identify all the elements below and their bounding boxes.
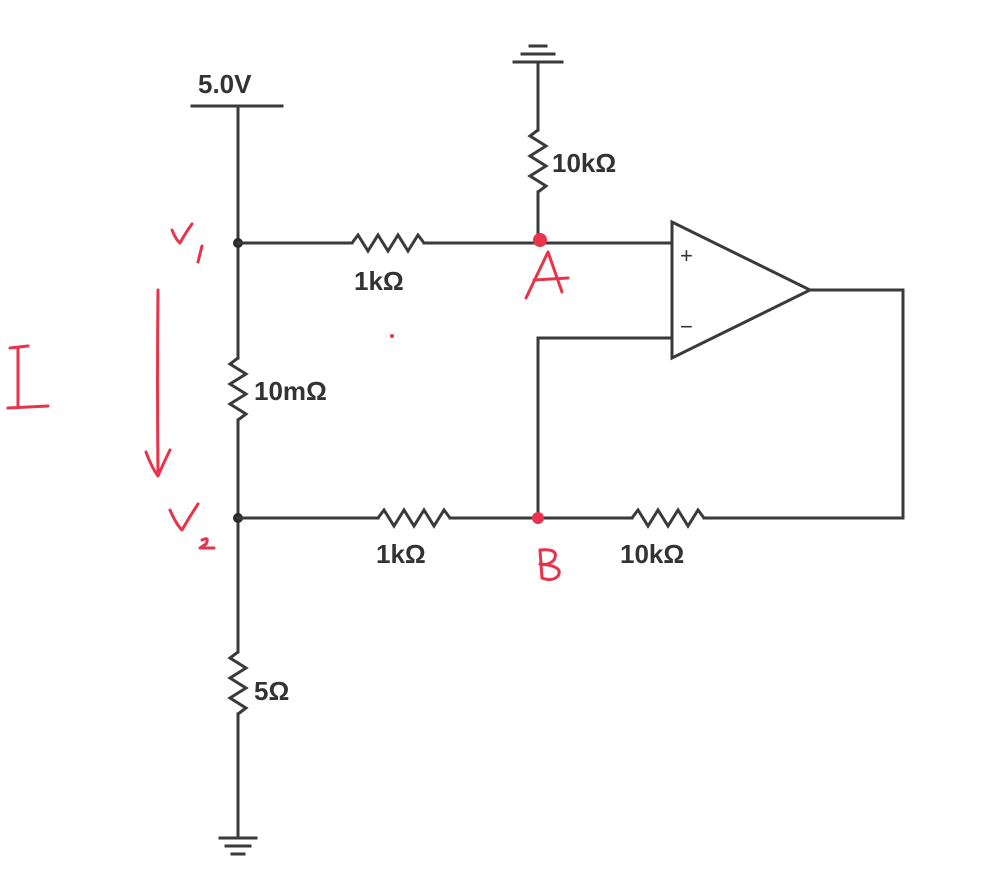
annotation-node-b: [532, 512, 561, 582]
resistor-load-label: 5Ω: [254, 676, 289, 706]
annotation-node-a-dot: [533, 233, 547, 247]
annotation-current: [6, 344, 50, 410]
resistor-v1-to-a-label: 1kΩ: [354, 266, 404, 296]
opamp-minus-sign: −: [680, 314, 693, 339]
resistor-shunt-label: 10mΩ: [254, 376, 327, 406]
resistor-shunt: 10mΩ: [227, 356, 327, 422]
supply-voltage-label: 5.0V: [198, 69, 252, 99]
ink-stray-dot: [390, 334, 394, 338]
annotation-node-a: [524, 233, 570, 300]
resistor-feedback-label: 10kΩ: [620, 539, 684, 569]
resistor-v2-to-b-label: 1kΩ: [376, 539, 426, 569]
resistor-feedback: 10kΩ: [620, 507, 706, 569]
ground-top-icon: [512, 44, 564, 64]
current-arrow-icon: [144, 288, 172, 478]
annotation-v1: [170, 222, 204, 264]
ground-bottom-icon: [218, 836, 258, 856]
opamp-plus-sign: +: [680, 243, 693, 268]
annotation-node-b-dot: [532, 512, 544, 524]
resistor-load: 5Ω: [227, 650, 289, 716]
resistor-v1-to-a: 1kΩ: [350, 232, 426, 296]
annotation-v2: [168, 502, 216, 550]
opamp: + −: [670, 219, 814, 361]
resistor-v2-to-b: 1kΩ: [376, 507, 452, 569]
resistor-ground-top: 10kΩ: [527, 128, 616, 194]
supply-rail: 5.0V: [190, 69, 284, 108]
resistor-ground-top-label: 10kΩ: [552, 148, 616, 178]
